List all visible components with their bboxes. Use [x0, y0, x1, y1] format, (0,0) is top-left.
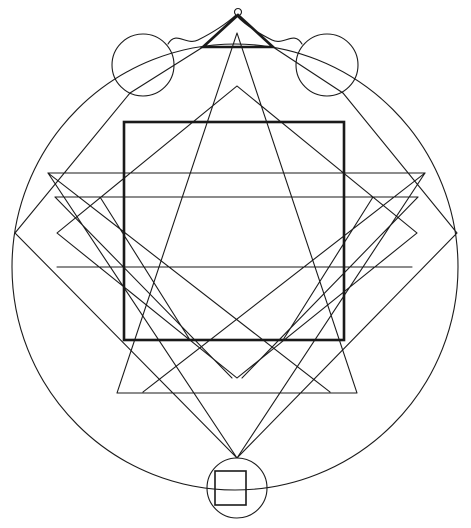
upper-left-diagonal: [129, 46, 204, 94]
outer-diamond: [14, 92, 458, 459]
large-star-triangle: [116, 32, 358, 394]
inner-diamond: [56, 85, 418, 379]
left-connector-curve: [167, 14, 237, 45]
bottom-square: [214, 470, 247, 506]
top-triangle: [199, 13, 277, 49]
cross-diagonal-d: [241, 196, 419, 379]
inverted-triangle: [47, 172, 426, 459]
cross-diagonal-c: [54, 196, 233, 379]
right-connector-curve: [235, 14, 303, 45]
cross-diagonal-f: [282, 196, 374, 341]
bottom-circle: [206, 457, 268, 519]
cross-diagonal-e: [99, 196, 191, 341]
cross-diagonal-b: [142, 172, 426, 393]
upper-right-diagonal: [272, 46, 344, 94]
central-square: [122, 120, 346, 342]
upper-right-circle: [295, 33, 359, 97]
cross-diagonal-a: [47, 172, 331, 393]
outer-circle: [11, 43, 459, 491]
upper-left-circle: [111, 33, 175, 97]
